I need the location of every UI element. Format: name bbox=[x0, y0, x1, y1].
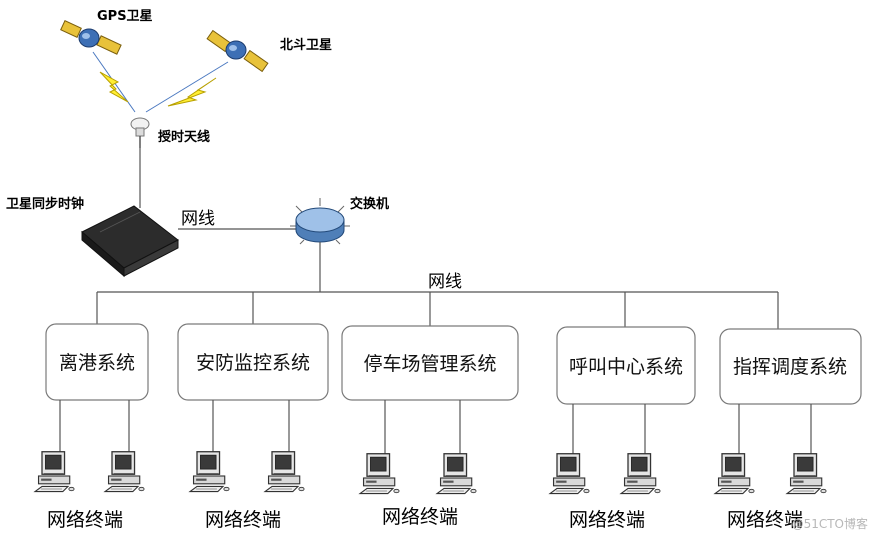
bus-drops bbox=[96, 292, 779, 329]
system-label-2: 停车场管理系统 bbox=[363, 353, 496, 375]
computer-icon bbox=[549, 452, 590, 495]
beidou-signal-icon bbox=[145, 61, 229, 113]
terminal-computers bbox=[34, 450, 827, 495]
computer-icon bbox=[786, 452, 827, 495]
terminal-label-1: 网络终端 bbox=[205, 509, 281, 531]
computer-icon bbox=[34, 450, 75, 493]
system-box-2: 停车场管理系统 bbox=[341, 325, 519, 401]
gps-satellite-icon bbox=[60, 20, 122, 55]
system-label-3: 呼叫中心系统 bbox=[569, 356, 683, 378]
computer-icon bbox=[104, 450, 145, 493]
gps-signal-icon bbox=[92, 51, 136, 113]
terminal-drops bbox=[59, 400, 812, 456]
system-box-3: 呼叫中心系统 bbox=[556, 326, 696, 405]
gps-satellite-label: GPS卫星 bbox=[97, 9, 153, 24]
switch-icon bbox=[290, 198, 350, 245]
computer-icon bbox=[714, 452, 755, 495]
computer-icon bbox=[359, 452, 400, 495]
terminal-label-2: 网络终端 bbox=[382, 506, 458, 528]
beidou-satellite-icon bbox=[206, 29, 269, 73]
clock-switch-link-label: 网线 bbox=[181, 209, 215, 229]
switch-label: 交换机 bbox=[350, 196, 389, 212]
system-box-4: 指挥调度系统 bbox=[719, 328, 862, 405]
antenna-icon bbox=[130, 117, 150, 148]
switch-bus-link-label: 网线 bbox=[428, 272, 462, 292]
beidou-satellite-label: 北斗卫星 bbox=[280, 38, 332, 53]
computer-icon bbox=[264, 450, 305, 493]
watermark: @51CTO博客 bbox=[792, 516, 868, 531]
system-label-4: 指挥调度系统 bbox=[733, 356, 847, 378]
computer-icon bbox=[189, 450, 230, 493]
system-box-0: 离港系统 bbox=[45, 323, 149, 401]
terminal-label-3: 网络终端 bbox=[569, 509, 645, 531]
clock-label: 卫星同步时钟 bbox=[6, 196, 84, 212]
terminal-label-4: 网络终端 bbox=[727, 509, 803, 531]
computer-icon bbox=[620, 452, 661, 495]
system-label-1: 安防监控系统 bbox=[196, 352, 310, 374]
system-label-0: 离港系统 bbox=[59, 352, 135, 374]
system-box-1: 安防监控系统 bbox=[177, 323, 329, 401]
computer-icon bbox=[436, 452, 477, 495]
antenna-label: 授时天线 bbox=[158, 129, 210, 145]
terminal-label-0: 网络终端 bbox=[47, 509, 123, 531]
sync-clock-icon bbox=[81, 205, 179, 278]
